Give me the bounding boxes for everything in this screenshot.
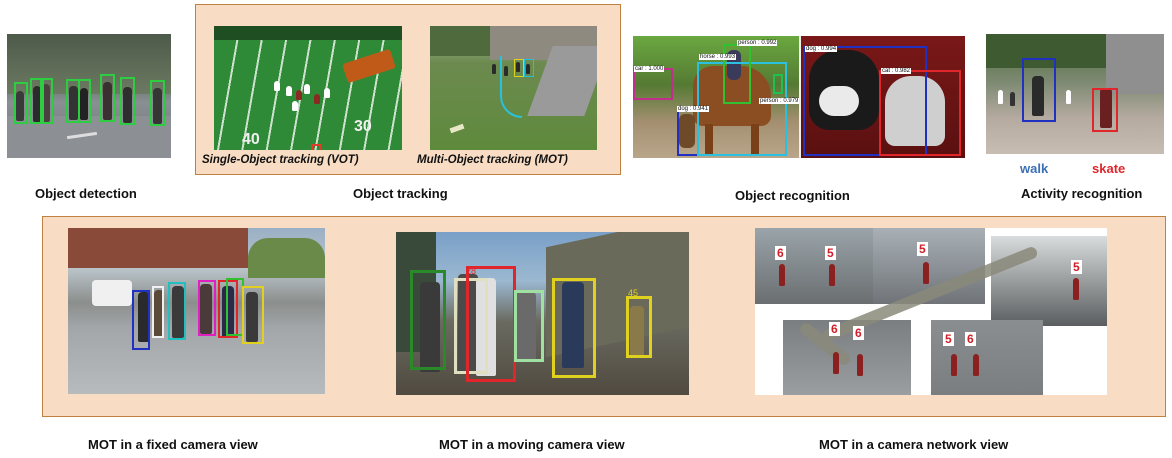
- detection-box: [120, 77, 135, 125]
- caption-activity-recognition: Activity recognition: [1021, 186, 1143, 201]
- skate-label: skate: [1092, 161, 1126, 176]
- camera-id-tag: 5: [1071, 260, 1082, 274]
- dog-box-2: [803, 46, 927, 156]
- person-box: [773, 74, 783, 94]
- walk-label: walk: [1020, 161, 1049, 176]
- track-id: 28: [466, 266, 477, 276]
- caption-object-detection: Object detection: [35, 186, 137, 201]
- detection-box: [30, 78, 44, 124]
- caption-object-tracking: Object tracking: [353, 186, 448, 201]
- camera-id-tag: 5: [917, 242, 928, 256]
- detection-box: [14, 82, 28, 124]
- detection-box: [100, 74, 115, 122]
- rider-box: [723, 44, 751, 104]
- camera-id-tag: 6: [853, 326, 864, 340]
- walk-box: [1022, 58, 1056, 122]
- cat-box: [879, 70, 961, 156]
- camera-id-tag: 6: [965, 332, 976, 346]
- caption-mot-moving: MOT in a moving camera view: [439, 437, 625, 452]
- detection-box: [78, 79, 91, 123]
- activity-recognition-image: [986, 34, 1164, 154]
- camera-id-tag: 5: [825, 246, 836, 260]
- track-id: 45: [628, 288, 639, 298]
- dog-box: [677, 108, 699, 156]
- mot-camera-network-image: 6 5 5 5 6 6 5 6: [755, 228, 1107, 395]
- car-box: [633, 68, 673, 100]
- mot-moving-camera-image: 28 45: [396, 232, 689, 395]
- caption-object-recognition: Object recognition: [735, 188, 850, 203]
- skate-box: [1092, 88, 1118, 132]
- caption-mot-fixed: MOT in a fixed camera view: [88, 437, 258, 452]
- object-recognition-image: car : 1.000 dog : 0.941 horse : 0.993 pe…: [633, 36, 965, 158]
- mot-label: Multi-Object tracking (MOT): [417, 154, 568, 166]
- mot-campus-image: [430, 26, 597, 150]
- camera-id-tag: 6: [829, 322, 840, 336]
- detection-box: [150, 80, 165, 126]
- object-detection-image: [7, 34, 171, 158]
- caption-mot-network: MOT in a camera network view: [819, 437, 1009, 452]
- mot-fixed-camera-image: [68, 228, 325, 394]
- detection-box: [40, 78, 53, 124]
- camera-id-tag: 5: [943, 332, 954, 346]
- vot-football-image: 40 30: [214, 26, 402, 150]
- camera-id-tag: 6: [775, 246, 786, 260]
- vot-label: Single-Object tracking (VOT): [202, 154, 359, 166]
